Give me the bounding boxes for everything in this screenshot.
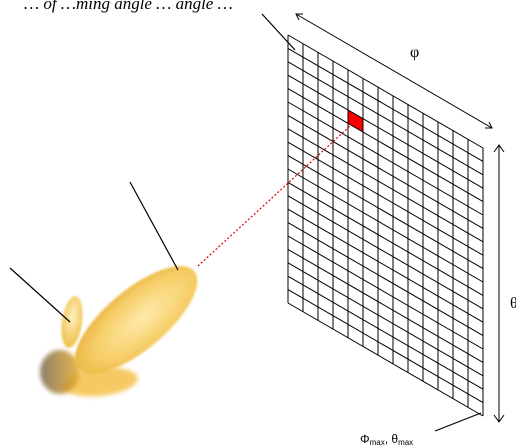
grid-row-line (287, 262, 484, 377)
grid-row-line (287, 34, 484, 149)
grid-row-line (287, 289, 484, 404)
grid-row-line (287, 168, 484, 283)
grid-row-line (287, 74, 484, 189)
beam-pattern (40, 266, 198, 397)
grid-row-line (287, 181, 484, 296)
grid-row-line (287, 141, 484, 256)
beam-main-lobe (74, 266, 198, 374)
theta-dimension-arrow (493, 144, 505, 423)
figure-caption: … of …ming angle … angle … (24, 0, 233, 13)
phi-max-sub: max (370, 438, 385, 447)
phi-axis-label: φ (410, 44, 419, 61)
theta-max-sub: max (398, 438, 413, 447)
phi-max-symbol: Φ (360, 432, 370, 446)
main-lobe-leader-line (129, 181, 179, 271)
theta-axis-label: θ (510, 295, 516, 312)
grid-row-line (287, 47, 484, 162)
grid-row-line (287, 195, 484, 310)
side-lobe-leader-line (9, 267, 71, 323)
origin-leader-line (261, 13, 296, 51)
max-corner-leader-line (434, 412, 482, 432)
highlighted-grid-cell (348, 109, 363, 133)
grid-row-line (287, 155, 484, 270)
grid-row-line (287, 61, 484, 176)
grid-row-line (287, 275, 484, 390)
grid-row-line (287, 235, 484, 350)
theta-max-symbol: θ (391, 432, 398, 446)
dotted-ray (197, 120, 356, 267)
grid-row-line (287, 248, 484, 363)
beam-base-shadow (40, 350, 80, 394)
grid-row-line (287, 222, 484, 337)
phi-dimension-arrow (295, 13, 493, 129)
grid-row-line (287, 101, 484, 216)
grid-row-line (287, 208, 484, 323)
grid-row-line (287, 302, 484, 417)
grid-row-line (287, 88, 484, 203)
corner-separator: , (385, 432, 392, 446)
grid-row-line (287, 114, 484, 229)
beam-side-lobe (61, 296, 83, 348)
angle-grid (287, 34, 484, 417)
beam-base-lobe (62, 367, 138, 397)
grid-row-line (287, 128, 484, 243)
max-corner-label: Φmax, θmax (360, 432, 413, 447)
